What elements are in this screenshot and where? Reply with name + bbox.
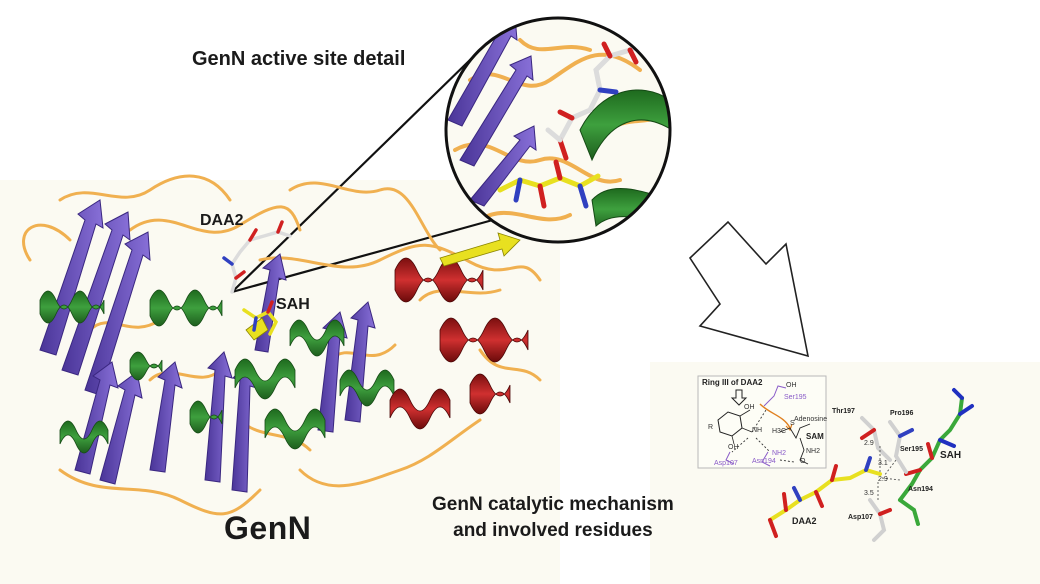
ring-label: Ring III of DAA2 bbox=[702, 378, 763, 387]
sah-residue-label: SAH bbox=[940, 450, 962, 461]
distance-2: 3.1 bbox=[878, 460, 888, 467]
h3c-label: H3C bbox=[772, 428, 787, 435]
mechanism-scheme bbox=[697, 375, 827, 469]
oh-label-2: OH bbox=[728, 444, 739, 451]
zoom-line-upper bbox=[231, 57, 473, 293]
sah-label: SAH bbox=[276, 296, 310, 313]
oh-label-3: OH bbox=[786, 382, 797, 389]
distance-1: 2.9 bbox=[864, 440, 874, 447]
nh2-asn-label: NH2 bbox=[772, 450, 787, 457]
active-site-title: GenN active site detail bbox=[192, 48, 406, 70]
o-label: O bbox=[800, 458, 806, 465]
daa2-residue-label: DAA2 bbox=[792, 516, 817, 526]
mechanism-arrow bbox=[688, 220, 810, 358]
asn194-scheme-label: Asn194 bbox=[752, 458, 776, 465]
pro196-label: Pro196 bbox=[890, 410, 914, 417]
mechanism-caption-line2: and involved residues bbox=[453, 520, 653, 541]
asp107-scheme-label: Asp107 bbox=[714, 460, 738, 467]
distance-4: 3.5 bbox=[864, 490, 874, 497]
thr197-label: Thr197 bbox=[832, 408, 855, 415]
mechanism-caption: GenN catalytic mechanism and involved re… bbox=[432, 492, 674, 544]
ser195-scheme-label: Ser195 bbox=[784, 394, 807, 401]
daa2-label: DAA2 bbox=[200, 212, 244, 229]
sam-label: SAM bbox=[806, 432, 824, 441]
mechanism-caption-line1: GenN catalytic mechanism bbox=[432, 494, 674, 515]
protein-title: GenN bbox=[224, 510, 312, 546]
r-label: R bbox=[708, 424, 714, 431]
active-site-zoom bbox=[444, 16, 672, 244]
asp107-label: Asp107 bbox=[848, 514, 873, 521]
asn194-label: Asn194 bbox=[908, 486, 933, 493]
nh2-label: NH2 bbox=[806, 448, 821, 455]
nh-label: NH bbox=[752, 427, 763, 434]
s-label: S bbox=[790, 420, 795, 427]
protein-structure bbox=[22, 174, 542, 516]
ser195-label: Ser195 bbox=[900, 446, 923, 453]
adenosine-label: Adenosine bbox=[794, 416, 828, 423]
oh-label-1: OH bbox=[744, 404, 755, 411]
residue-stick-model bbox=[768, 388, 974, 542]
distance-3: 2.9 bbox=[878, 476, 888, 483]
